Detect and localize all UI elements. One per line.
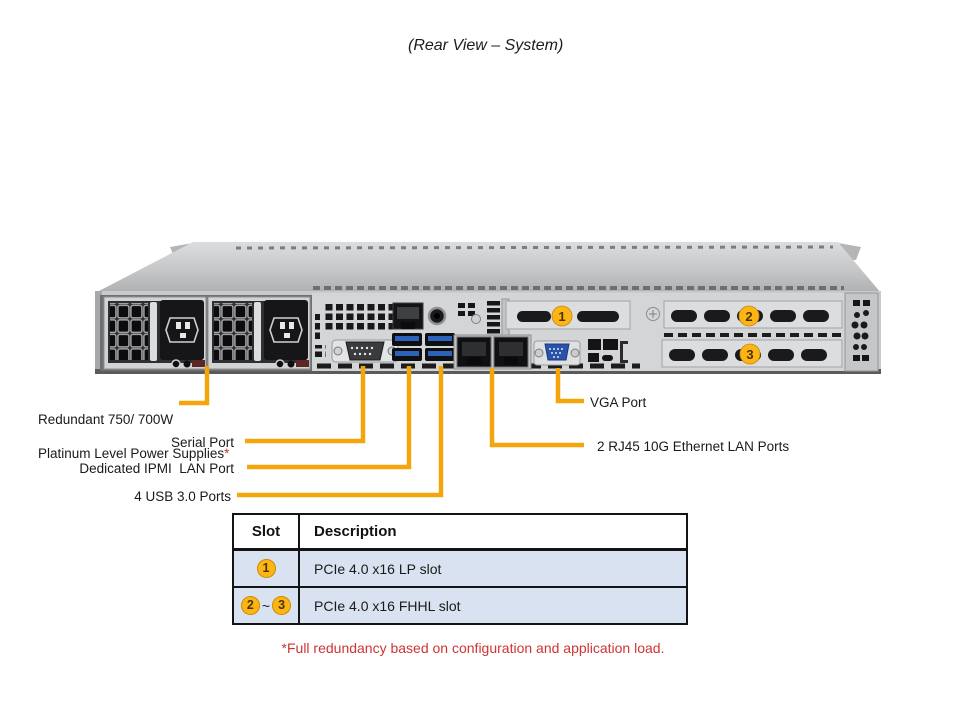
table-header-row: Slot Description <box>233 514 687 551</box>
table-row: 1 PCIe 4.0 x16 LP slot <box>233 549 687 587</box>
slot-cell: 2~3 <box>233 586 300 624</box>
serial-port <box>331 339 399 363</box>
page-title: (Rear View – System) <box>408 37 564 54</box>
psu-label-line1: Redundant 750/ 700W <box>38 412 174 427</box>
ipmi-lan-port <box>392 302 424 330</box>
vga-port <box>533 340 581 366</box>
exhaust-vent-grid <box>312 302 396 357</box>
slot-1-table-badge: 1 <box>256 559 276 578</box>
ethernet-lan-ports <box>453 334 532 370</box>
pcie-slot-3: 3 <box>661 339 843 368</box>
slot-1-badge <box>551 305 573 327</box>
pcie-slot-2: 2 <box>663 300 843 329</box>
slot-column-header: Slot <box>233 514 300 551</box>
psu-label-asterisk: * <box>224 446 230 461</box>
description-cell: PCIe 4.0 x16 FHHL slot <box>299 586 687 624</box>
slot-2-table-badge: 2 <box>240 596 260 615</box>
ethernet-lan-ports-label: 2 RJ45 10G Ethernet LAN Ports <box>597 439 790 454</box>
slot-3-table-badge: 3 <box>272 596 292 615</box>
serial-port-label: Serial Port <box>170 435 234 450</box>
right-bracket <box>844 292 879 372</box>
slot-3-badge-label: 3 <box>746 347 753 362</box>
vga-port-label: VGA Port <box>590 395 647 410</box>
usb-callout-line <box>237 366 444 498</box>
psu-label-line2: Platinum Level Power Supplies <box>38 446 225 461</box>
psu-callout-line <box>179 366 210 406</box>
power-supply-bay <box>100 295 313 371</box>
vga-callout-line <box>555 368 584 404</box>
slot-description-table: Slot Description 1 PCIe 4.0 x16 LP slot … <box>232 513 688 625</box>
round-connector <box>427 306 447 326</box>
power-supply-1 <box>103 296 207 370</box>
slot-3-badge <box>739 343 761 365</box>
ipmi-lan-port-label: Dedicated IPMI LAN Port <box>79 461 234 476</box>
slot-cell: 1 <box>233 549 300 587</box>
serial-callout-line <box>245 366 366 444</box>
lan-callout-line <box>489 368 584 448</box>
table-row: 2~3 PCIe 4.0 x16 FHHL slot <box>233 586 687 624</box>
ipmi-callout-line <box>247 366 412 470</box>
power-supply-2 <box>207 296 311 370</box>
io-panel: 1 2 <box>312 292 879 372</box>
misc-rear-ports <box>588 339 628 363</box>
slot-1-badge-label: 1 <box>558 309 565 324</box>
slot-2-badge-label: 2 <box>745 309 752 324</box>
redundancy-footnote: *Full redundancy based on configuration … <box>281 640 665 656</box>
pcie-slot-1: 1 <box>505 300 631 330</box>
slot-range-separator: ~ <box>261 597 271 614</box>
usb-ports-label: 4 USB 3.0 Ports <box>134 489 231 504</box>
description-column-header: Description <box>299 514 687 551</box>
slot-2-badge <box>738 305 760 327</box>
callout-lines <box>179 366 584 498</box>
description-cell: PCIe 4.0 x16 LP slot <box>299 549 687 587</box>
usb3-ports <box>392 333 455 361</box>
psu-callout-label: Redundant 750/ 700W Platinum Level Power… <box>23 394 229 479</box>
chassis-top-cover <box>95 242 881 293</box>
